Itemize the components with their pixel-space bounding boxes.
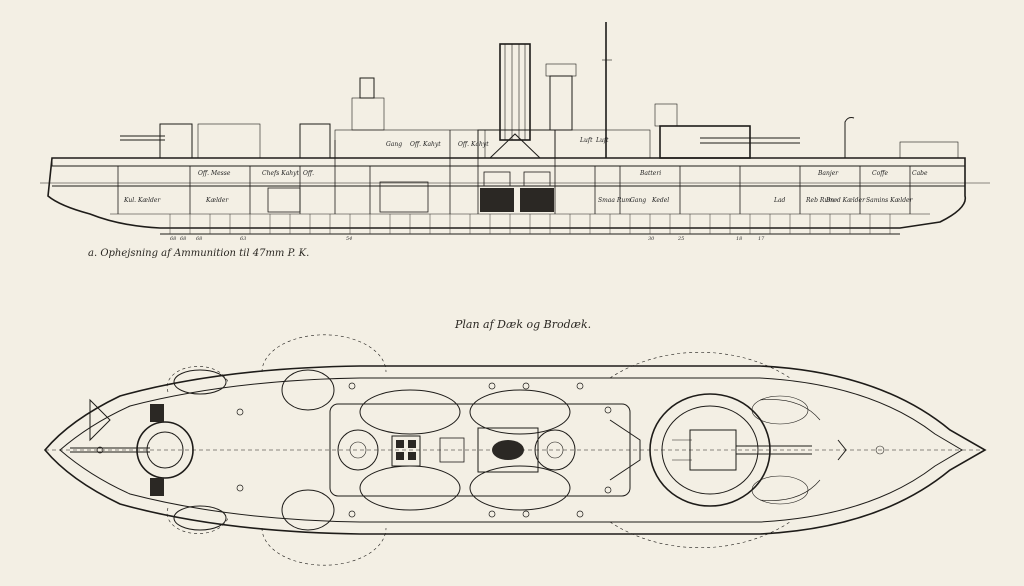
arcs-of-fire: [166, 334, 791, 566]
deck-plan: [43, 334, 987, 566]
svg-text:25: 25: [677, 236, 684, 242]
aft-turret-plan: [70, 398, 194, 496]
svg-text:Banjer: Banjer: [817, 170, 839, 177]
svg-text:Brød Kælder: Brød Kælder: [825, 197, 866, 204]
svg-text:18: 18: [736, 236, 742, 242]
svg-text:Batteri: Batteri: [639, 170, 661, 177]
svg-text:Off.: Off.: [303, 170, 314, 177]
plan-hull-outline: [43, 365, 987, 535]
frame-hatching: [169, 214, 891, 234]
central-superstructure: [329, 403, 641, 497]
svg-text:68: 68: [180, 236, 186, 242]
superstructure: [120, 22, 959, 159]
svg-text:17: 17: [758, 236, 765, 242]
svg-text:30: 30: [648, 236, 655, 242]
svg-text:Gang: Gang: [386, 141, 402, 148]
side-profile: Off. Messe Chefs Kahyt Off. Gang Off. Ka…: [40, 22, 990, 242]
bow-fittings: [759, 399, 885, 501]
frame-numbers: 68 68 68 63 54 30 25 18 17: [170, 236, 765, 242]
svg-text:Smaa Rum: Smaa Rum: [598, 197, 631, 204]
svg-text:Cabe: Cabe: [912, 170, 928, 177]
svg-text:Coffe: Coffe: [872, 170, 888, 177]
profile-caption: a. Ophejsning af Ammunition til 47mm P. …: [88, 248, 310, 259]
funnel: [499, 43, 531, 141]
svg-text:Lad: Lad: [773, 197, 786, 204]
aft-turret: [159, 123, 193, 159]
svg-text:Off. Messe: Off. Messe: [198, 170, 231, 177]
svg-text:Chefs Kahyt: Chefs Kahyt: [262, 170, 300, 177]
svg-text:Luft: Luft: [595, 137, 609, 144]
svg-text:Kedel: Kedel: [651, 197, 669, 204]
sponsons: [173, 369, 809, 531]
upper-deck: [51, 157, 966, 167]
profile-room-labels: Off. Messe Chefs Kahyt Off. Gang Off. Ka…: [123, 137, 928, 204]
hull-outline: [47, 157, 967, 229]
svg-text:Samins Kælder: Samins Kælder: [866, 197, 914, 204]
fore-turret-plan: [649, 393, 812, 507]
svg-text:Reb Rum: Reb Rum: [805, 197, 834, 204]
fore-turret: [659, 125, 751, 159]
svg-text:68: 68: [170, 236, 176, 242]
svg-text:Kælder: Kælder: [205, 197, 229, 204]
portholes: [96, 382, 612, 518]
svg-text:Gang: Gang: [630, 197, 646, 204]
plan-caption: Plan af Dæk og Brodæk.: [455, 318, 592, 331]
svg-text:54: 54: [346, 236, 352, 242]
boilers: [267, 171, 554, 213]
svg-text:Off. Kahyt: Off. Kahyt: [458, 141, 489, 148]
svg-text:68: 68: [196, 236, 202, 242]
svg-text:Kul. Kælder: Kul. Kælder: [123, 197, 161, 204]
svg-text:Luft: Luft: [579, 137, 593, 144]
svg-text:Off. Kahyt: Off. Kahyt: [410, 141, 441, 148]
svg-text:63: 63: [240, 236, 246, 242]
